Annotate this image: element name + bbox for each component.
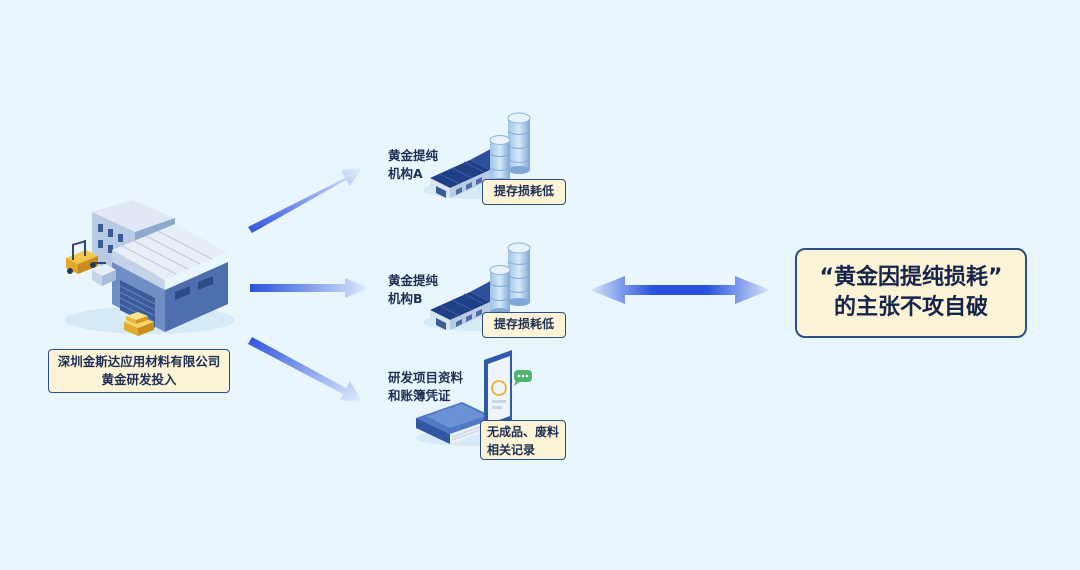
arrow-to-branch-a	[248, 168, 362, 233]
branch-b-tag: 提存损耗低	[482, 312, 566, 338]
chat-bubble-icon	[514, 370, 532, 386]
branch-a-label: 黄金提纯 机构A	[388, 147, 438, 183]
refinery-b-illustration	[423, 242, 533, 331]
arrow-to-branch-c	[248, 337, 362, 402]
conclusion-box: “黄金因提纯损耗” 的主张不攻自破	[795, 248, 1027, 338]
branch-c-label: 研发项目资料 和账簿凭证	[388, 369, 463, 405]
gold-bars-icon	[124, 312, 154, 336]
branch-c-line2: 和账簿凭证	[388, 388, 451, 403]
branch-b-line2: 机构B	[388, 291, 423, 306]
branch-a-tag: 提存损耗低	[482, 179, 566, 205]
factory-illustration	[65, 200, 235, 336]
branch-c-tag-line2: 相关记录	[487, 443, 536, 457]
branch-c-tag: 无成品、废料 相关记录	[480, 420, 566, 460]
branch-c-line1: 研发项目资料	[388, 370, 464, 385]
conclusion-line1: “黄金因提纯损耗”	[819, 265, 1003, 290]
company-subtitle: 黄金研发投入	[101, 372, 177, 387]
company-label: 深圳金斯达应用材料有限公司 黄金研发投入	[48, 349, 230, 393]
branch-b-line1: 黄金提纯	[388, 273, 439, 288]
double-arrow	[590, 276, 770, 304]
conclusion-line2: 的主张不攻自破	[833, 295, 988, 320]
company-name: 深圳金斯达应用材料有限公司	[57, 354, 221, 369]
branch-c-tag-line1: 无成品、废料	[487, 425, 560, 439]
branch-a-line2: 机构A	[388, 166, 423, 181]
arrow-to-branch-b	[250, 278, 368, 298]
forklift-icon	[66, 240, 116, 286]
branch-b-label: 黄金提纯 机构B	[388, 272, 438, 308]
branch-a-line1: 黄金提纯	[388, 148, 439, 163]
